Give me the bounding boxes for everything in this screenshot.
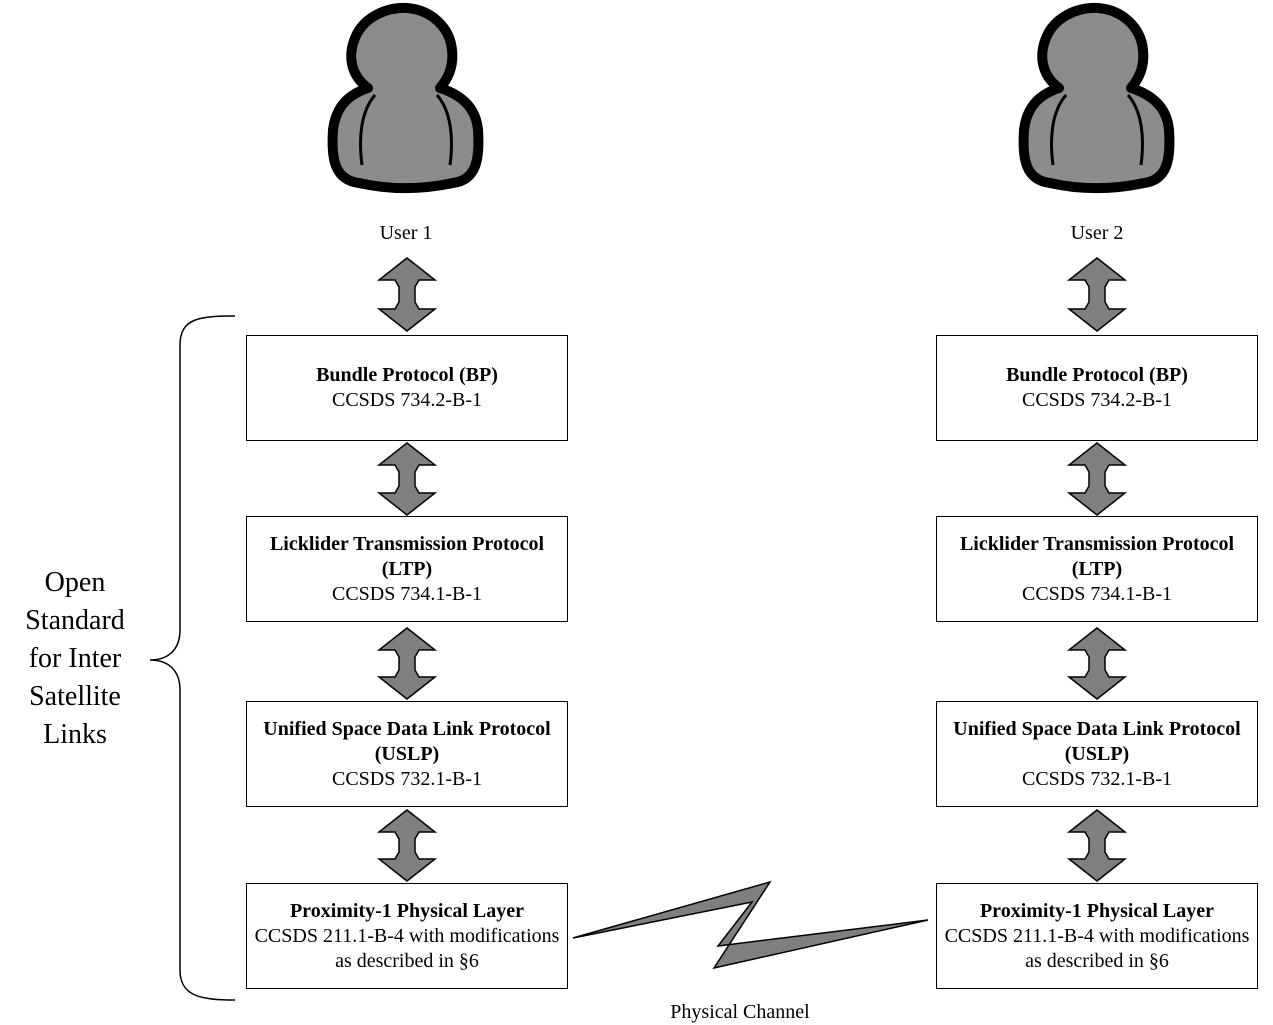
layer-spec: CCSDS 211.1-B-4 with modifications as de…: [254, 924, 560, 972]
layer-spec: CCSDS 734.1-B-1: [331, 582, 483, 605]
layer-spec: CCSDS 732.1-B-1: [331, 767, 483, 790]
right-proximity-box: Proximity-1 Physical Layer CCSDS 211.1-B…: [936, 883, 1258, 989]
user-1-label: User 1: [379, 222, 433, 244]
user-2-icon: [1018, 2, 1175, 194]
double-arrow-left-1: [376, 257, 438, 332]
brace-label: Open Standard for Inter Satellite Links: [25, 567, 125, 750]
layer-name: Proximity-1 Physical Layer: [289, 899, 525, 922]
layer-name: Unified Space Data Link Protocol (USLP): [953, 717, 1241, 765]
left-proximity-box: Proximity-1 Physical Layer CCSDS 211.1-B…: [246, 883, 568, 989]
layer-name: Unified Space Data Link Protocol (USLP): [263, 717, 551, 765]
double-arrow-right-3: [1066, 627, 1128, 700]
right-uslp-box: Unified Space Data Link Protocol (USLP) …: [936, 701, 1258, 807]
double-arrow-right-1: [1066, 257, 1128, 332]
user-2-label: User 2: [1070, 222, 1124, 244]
left-brace: [149, 315, 236, 1001]
physical-channel-bolt: [572, 880, 929, 970]
layer-spec: CCSDS 734.2-B-1: [331, 389, 483, 411]
layer-spec: CCSDS 211.1-B-4 with modifications as de…: [944, 924, 1250, 972]
right-bp-box: Bundle Protocol (BP) CCSDS 734.2-B-1: [936, 335, 1258, 441]
layer-spec: CCSDS 732.1-B-1: [1021, 767, 1173, 790]
left-uslp-box: Unified Space Data Link Protocol (USLP) …: [246, 701, 568, 807]
layer-name: Bundle Protocol (BP): [316, 364, 498, 386]
layer-name: Licklider Transmission Protocol (LTP): [269, 532, 545, 580]
layer-name: Licklider Transmission Protocol (LTP): [959, 532, 1235, 580]
double-arrow-left-4: [376, 809, 438, 882]
double-arrow-right-2: [1066, 442, 1128, 516]
layer-name: Proximity-1 Physical Layer: [979, 899, 1215, 922]
double-arrow-left-3: [376, 627, 438, 700]
double-arrow-left-2: [376, 442, 438, 516]
left-ltp-box: Licklider Transmission Protocol (LTP) CC…: [246, 516, 568, 622]
physical-channel-label: Physical Channel: [670, 1001, 810, 1023]
user-1-icon: [327, 2, 484, 194]
layer-name: Bundle Protocol (BP): [1006, 364, 1188, 386]
left-bp-box: Bundle Protocol (BP) CCSDS 734.2-B-1: [246, 335, 568, 441]
double-arrow-right-4: [1066, 809, 1128, 882]
right-ltp-box: Licklider Transmission Protocol (LTP) CC…: [936, 516, 1258, 622]
layer-spec: CCSDS 734.1-B-1: [1021, 582, 1173, 605]
layer-spec: CCSDS 734.2-B-1: [1021, 389, 1173, 411]
